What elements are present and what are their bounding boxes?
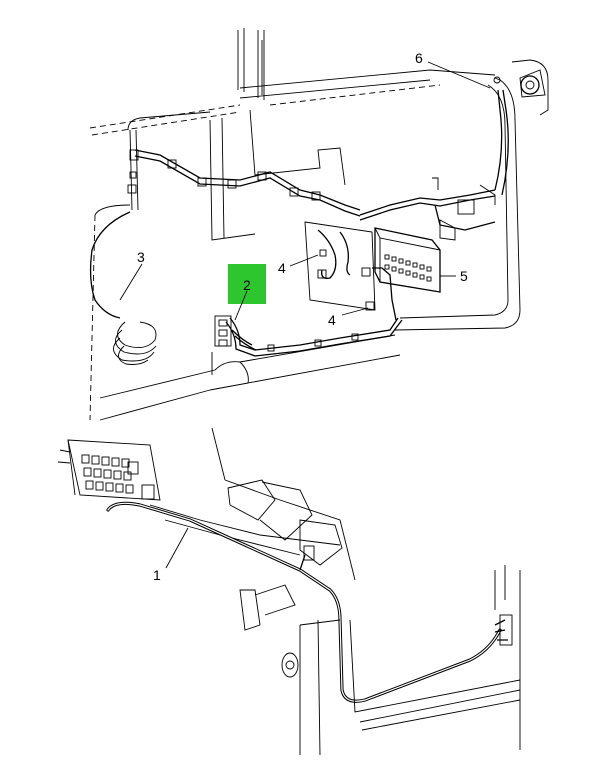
callout-2-highlight xyxy=(228,264,266,304)
coil-harness-3 xyxy=(89,211,157,365)
connector-6 xyxy=(493,69,546,98)
cab-frame xyxy=(89,69,496,241)
roof-harness xyxy=(127,89,509,221)
callouts: 1 2 3 4 4 5 6 xyxy=(119,50,491,583)
cab-floor xyxy=(89,204,401,421)
callout-2: 2 xyxy=(243,277,251,293)
fuse-panel xyxy=(57,439,161,501)
callout-1: 1 xyxy=(153,567,161,583)
lower-view xyxy=(57,427,521,756)
callout-5: 5 xyxy=(460,268,468,284)
leader-1 xyxy=(165,527,189,569)
leader-4a xyxy=(289,254,319,267)
cab-pillars xyxy=(237,28,265,100)
upper-right-components xyxy=(432,177,496,241)
module-5 xyxy=(374,227,441,293)
dash-structure xyxy=(149,427,356,631)
right-pillar xyxy=(394,59,549,331)
callout-4b: 4 xyxy=(328,312,336,328)
leader-3 xyxy=(119,263,143,301)
leader-4b xyxy=(341,307,369,316)
upper-view xyxy=(89,28,549,421)
leader-6 xyxy=(427,61,491,89)
panel-4 xyxy=(304,221,397,321)
leader-2 xyxy=(234,290,248,321)
door-sill xyxy=(281,565,521,756)
callout-4a: 4 xyxy=(278,260,286,276)
callout-3: 3 xyxy=(137,249,145,265)
floor-harness xyxy=(214,315,403,357)
callout-6: 6 xyxy=(415,50,423,66)
main-harness-1 xyxy=(106,501,513,703)
